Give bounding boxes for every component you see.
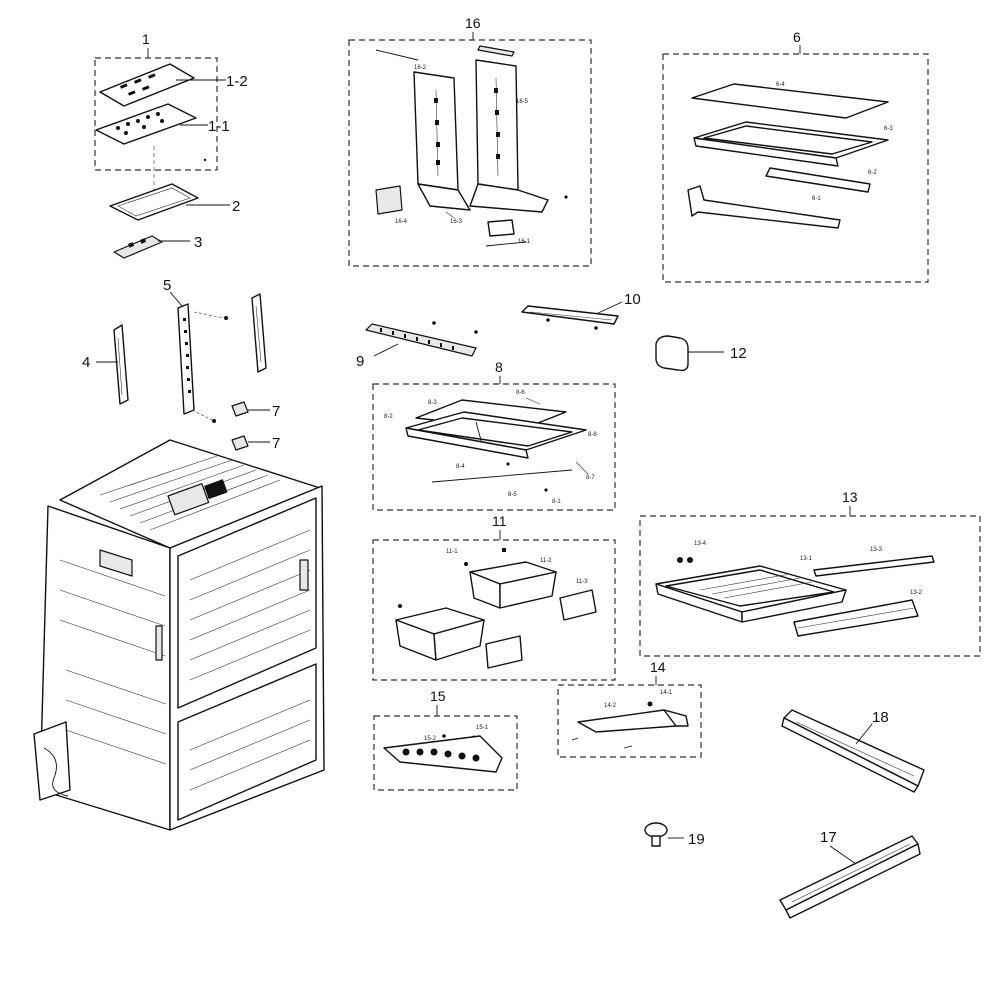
part-2-cover: 2: [109, 183, 240, 221]
group-13-label: 13: [842, 489, 858, 505]
group-1: 1 1-2 1-1: [94, 31, 248, 196]
group-1-label: 1: [142, 31, 150, 47]
part-6-1-bracket: [687, 185, 841, 229]
sublabel-11-1: 11-1: [446, 549, 458, 555]
callout-9: 9: [356, 353, 364, 370]
part-16-4-bracket: [375, 185, 403, 215]
group-14-label: 14: [650, 659, 666, 675]
part-7-clip-upper: 7: [231, 401, 280, 420]
part-18-rail: 18: [781, 709, 925, 793]
part-1-1-board: [95, 103, 197, 145]
group-8-label: 8: [495, 359, 503, 375]
part-1-2-plate: [99, 63, 195, 107]
sublabel-8-7: 8-7: [586, 475, 595, 481]
sublabel-16-3: 16-3: [450, 219, 463, 225]
group-13-box: [639, 515, 981, 657]
part-17-rail: 17: [779, 829, 921, 919]
callout-18: 18: [872, 709, 889, 726]
part-16-3-duct: [413, 71, 459, 191]
sublabel-8-8: 8-8: [588, 432, 597, 438]
part-7-clip-lower: 7: [231, 435, 280, 452]
callout-2: 2: [232, 198, 240, 215]
sublabel-15-2: 15-2: [424, 736, 437, 742]
sublabel-8-1: 8-1: [552, 499, 561, 505]
sublabel-6-2: 6-2: [868, 170, 877, 176]
sublabel-16-1: 16-1: [518, 239, 531, 245]
group-6-box: [662, 53, 929, 283]
sublabel-13-3: 13-3: [870, 547, 883, 553]
callout-5: 5: [163, 277, 171, 294]
part-9-rail: 9: [356, 321, 478, 370]
group-1-box: [94, 57, 218, 171]
group-16-box: [348, 39, 592, 267]
group-6: 6 6-4 6-3 6-2 6-1: [662, 29, 929, 283]
sublabel-6-4: 6-4: [776, 82, 785, 88]
group-16-label: 16: [465, 15, 481, 31]
group-16: 16 16-2 16-3 16-5 16-4 16-1: [348, 15, 592, 267]
group-15-box: [373, 715, 518, 791]
part-4-rail: 4: [82, 324, 129, 405]
sublabel-11-2: 11-2: [540, 558, 552, 564]
group-8-box: [372, 383, 616, 511]
sublabel-14-1: 14-1: [660, 690, 673, 696]
part-12-cover: 12: [655, 335, 747, 372]
group-11-label: 11: [492, 513, 507, 529]
group-15-label: 15: [430, 688, 446, 704]
part-6-2-bracket: [765, 167, 871, 193]
part-6-4-glass: [691, 83, 889, 119]
group-11: 11 11-1 11-2 11-3: [372, 513, 616, 681]
sublabel-14-2: 14-2: [604, 703, 617, 709]
callout-17: 17: [820, 829, 837, 846]
sublabel-8-3: 8-3: [428, 400, 437, 406]
group-13: 13 13-4 13-1 13-3 13-2: [639, 489, 981, 657]
callout-1-1: 1-1: [208, 118, 230, 135]
sublabel-16-2: 16-2: [414, 65, 427, 71]
callout-7-upper: 7: [272, 403, 280, 420]
sublabel-16-4: 16-4: [395, 219, 408, 225]
sublabel-13-4: 13-4: [694, 541, 707, 547]
group-8: 8 8-3 8-6 8-2 8-8 8-7 8-4 8-5 8-1: [372, 359, 616, 511]
sublabel-8-4: 8-4: [456, 464, 465, 470]
sublabel-6-3: 6-3: [884, 126, 893, 132]
callout-3: 3: [194, 234, 202, 251]
callout-1-2: 1-2: [226, 73, 248, 90]
callout-7-lower: 7: [272, 435, 280, 452]
sublabel-8-5: 8-5: [508, 492, 517, 498]
sublabel-16-5: 16-5: [516, 99, 529, 105]
sublabel-6-1: 6-1: [812, 196, 821, 202]
refrigerator-cabinet: [33, 439, 325, 831]
sublabel-8-6: 8-6: [516, 390, 525, 396]
group-14: 14 14-2 14-1: [557, 659, 702, 758]
callout-12: 12: [730, 345, 747, 362]
callout-10: 10: [624, 291, 641, 308]
part-16-1-block: [487, 219, 515, 237]
sublabel-8-2: 8-2: [384, 414, 393, 420]
sublabel-13-1: 13-1: [800, 556, 813, 562]
group-6-label: 6: [793, 29, 801, 45]
group-14-box: [557, 684, 702, 758]
sublabel-13-2: 13-2: [910, 590, 923, 596]
part-rail-right: [251, 293, 267, 373]
callout-19: 19: [688, 831, 705, 848]
part-15-holder: [383, 735, 503, 773]
sublabel-11-3: 11-3: [576, 579, 588, 585]
part-5-rail: 5: [163, 277, 228, 423]
part-3-bracket: 3: [113, 234, 202, 259]
callout-4: 4: [82, 354, 90, 371]
part-10-rail: 10: [521, 291, 641, 330]
part-19-screw: 19: [644, 822, 705, 848]
group-11-box: [372, 539, 616, 681]
group-15: 15 15-2 15-1: [373, 688, 518, 791]
part-13-3-rail: [813, 555, 935, 577]
sublabel-15-1: 15-1: [476, 725, 489, 731]
